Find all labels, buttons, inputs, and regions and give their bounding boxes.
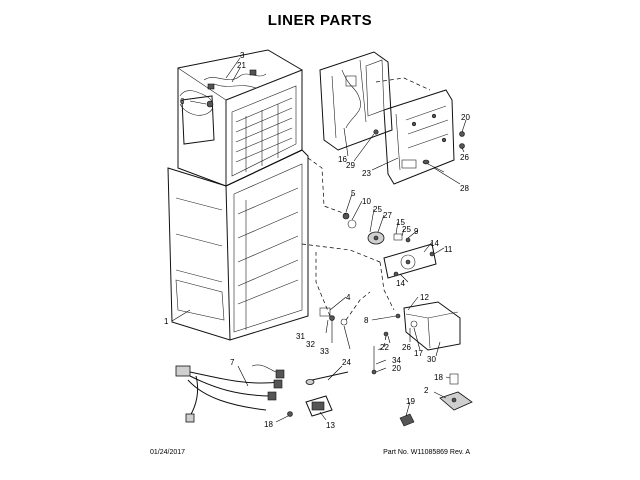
callout-34: 34	[392, 356, 401, 365]
callout-14a: 14	[430, 239, 439, 248]
callout-23: 23	[362, 169, 371, 178]
callout-13: 13	[326, 421, 335, 430]
callout-4: 4	[346, 293, 351, 302]
callout-5: 5	[351, 189, 356, 198]
callout-29: 29	[346, 161, 355, 170]
callout-32: 32	[306, 340, 315, 349]
upper-wire-harness	[179, 69, 267, 116]
callout-7: 7	[230, 358, 235, 367]
callout-26a: 26	[460, 153, 469, 162]
fan-assembly	[383, 243, 437, 279]
leader-lines	[171, 57, 467, 423]
callout-12: 12	[420, 293, 429, 302]
callout-20b: 20	[392, 364, 401, 373]
callout-18b: 18	[264, 420, 273, 429]
callout-28: 28	[460, 184, 469, 193]
bin-parts	[399, 373, 473, 427]
callout-20a: 20	[461, 113, 470, 122]
callout-30: 30	[427, 355, 436, 364]
screws-rear	[373, 129, 465, 173]
light-parts	[319, 307, 348, 326]
callout-25a: 25	[373, 205, 382, 214]
callout-16: 16	[338, 155, 347, 164]
callout-22: 22	[380, 343, 389, 352]
lower-liner	[167, 149, 309, 341]
callout-25b: 25	[402, 225, 411, 234]
callout-24: 24	[342, 358, 351, 367]
control-box	[383, 301, 461, 351]
footer-part-number: Part No. W11085869 Rev. A	[383, 449, 470, 456]
callout-19: 19	[406, 397, 415, 406]
callout-17: 17	[414, 349, 423, 358]
callout-33: 33	[320, 347, 329, 356]
callout-26b: 26	[402, 343, 411, 352]
callout-10: 10	[362, 197, 371, 206]
callout-2: 2	[424, 386, 429, 395]
screws-lower	[371, 346, 377, 375]
assembly-lines	[301, 77, 431, 351]
callout-18a: 18	[434, 373, 443, 382]
callout-27: 27	[383, 211, 392, 220]
footer-date: 01/24/2017	[150, 449, 186, 456]
drain-heater	[287, 371, 349, 417]
callout-labels: 3 21 6 1 16 29 23 20 26 28 5 10 25 27 15…	[164, 51, 470, 430]
callout-21: 21	[237, 61, 246, 70]
callout-9: 9	[414, 227, 419, 236]
rear-cover-panel	[383, 89, 455, 185]
callout-3: 3	[240, 51, 245, 60]
callout-1: 1	[164, 317, 169, 326]
callout-14b: 14	[396, 279, 405, 288]
page-title: LINER PARTS	[267, 12, 373, 29]
upper-liner	[177, 49, 303, 187]
rear-housing	[319, 51, 393, 151]
callout-31: 31	[296, 332, 305, 341]
callout-15: 15	[396, 218, 405, 227]
callout-6: 6	[180, 97, 185, 106]
callout-8: 8	[364, 316, 369, 325]
wire-harness	[175, 364, 285, 423]
callout-11: 11	[444, 245, 453, 254]
